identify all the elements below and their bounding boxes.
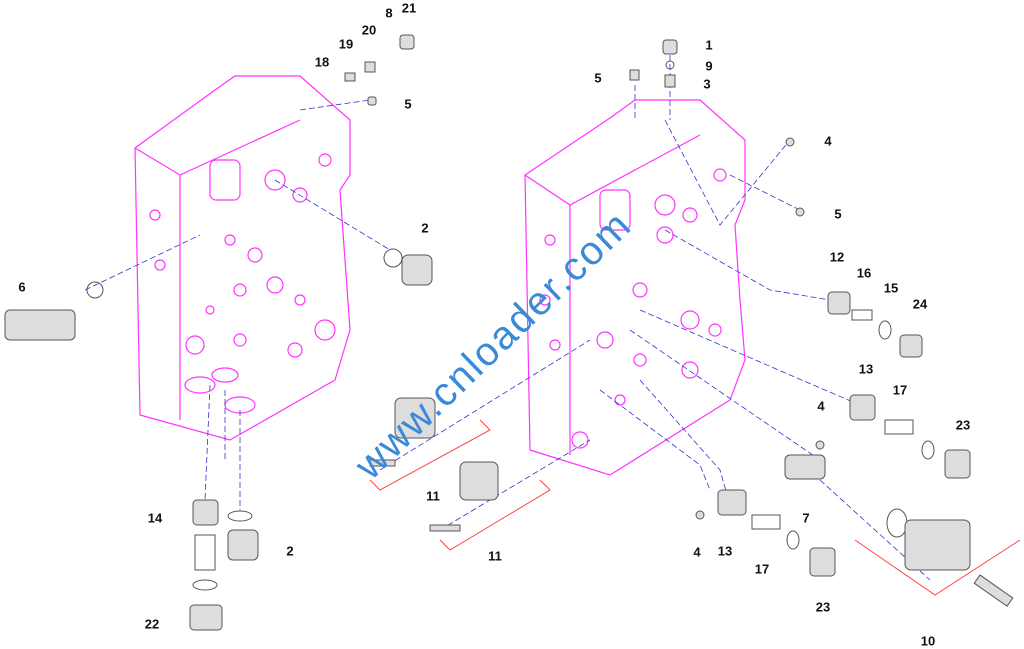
- part-label[interactable]: 1: [705, 37, 713, 53]
- bracket-lines: [369, 419, 1021, 596]
- part-label[interactable]: 18: [314, 54, 330, 70]
- part-label[interactable]: 5: [834, 206, 842, 222]
- part-label[interactable]: 4: [693, 544, 701, 560]
- part-label[interactable]: 5: [404, 96, 412, 112]
- part-label[interactable]: 5: [594, 70, 602, 86]
- part-label[interactable]: 13: [858, 361, 874, 377]
- part-label[interactable]: 4: [824, 133, 832, 149]
- part-label[interactable]: 16: [856, 265, 872, 281]
- parts: [4, 34, 1014, 631]
- part-label[interactable]: 11: [426, 488, 440, 504]
- part-label[interactable]: 20: [361, 22, 377, 38]
- part-label[interactable]: 8: [385, 5, 393, 21]
- part-label[interactable]: 12: [829, 249, 845, 265]
- part-label[interactable]: 19: [338, 36, 354, 52]
- assembly-leaders: [84, 55, 931, 581]
- part-label[interactable]: 2: [286, 543, 294, 559]
- part-label[interactable]: 14: [147, 510, 163, 526]
- part-label[interactable]: 15: [883, 280, 899, 296]
- part-label[interactable]: 24: [912, 296, 928, 312]
- part-label[interactable]: 4: [817, 398, 825, 414]
- part-label[interactable]: 10: [920, 633, 936, 649]
- part-label[interactable]: 22: [144, 616, 160, 632]
- part-label[interactable]: 17: [892, 382, 908, 398]
- part-label[interactable]: 17: [754, 561, 770, 577]
- part-label[interactable]: 13: [717, 543, 733, 559]
- part-label[interactable]: 6: [18, 279, 26, 295]
- part-label[interactable]: 3: [703, 76, 711, 92]
- part-label[interactable]: 7: [802, 510, 810, 526]
- part-label[interactable]: 21: [401, 0, 417, 16]
- part-label[interactable]: 11: [488, 548, 502, 564]
- part-label[interactable]: 23: [815, 599, 831, 615]
- part-label[interactable]: 2: [421, 220, 429, 236]
- part-label[interactable]: 23: [955, 417, 971, 433]
- left-valve-body: [134, 75, 351, 441]
- part-label[interactable]: 9: [705, 58, 713, 74]
